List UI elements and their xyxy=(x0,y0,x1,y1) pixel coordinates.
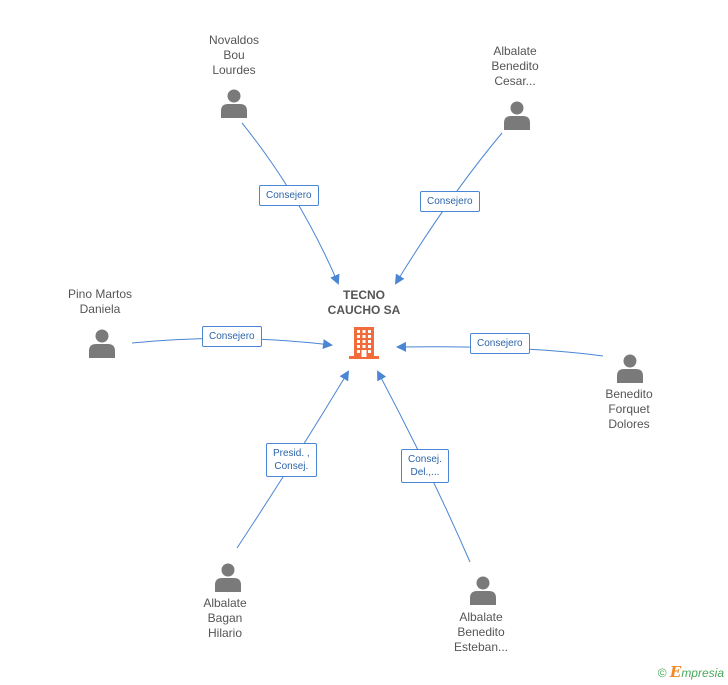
role-label[interactable]: Consejero xyxy=(470,333,530,354)
company-name-line: CAUCHO SA xyxy=(327,303,401,317)
person-name-line: Hilario xyxy=(207,626,242,640)
role-label[interactable]: Consejero xyxy=(202,326,262,347)
person-name-line: Forquet xyxy=(608,402,650,416)
role-label-line: Consejero xyxy=(266,190,312,201)
person-name-line: Albalate xyxy=(203,596,247,610)
person-name-line: Albalate xyxy=(459,610,503,624)
person-name-line: Albalate xyxy=(493,44,537,58)
footer-brand: © Empresia xyxy=(658,663,724,681)
person-name-line: Daniela xyxy=(79,302,121,316)
company-name-line: TECNO xyxy=(343,288,385,302)
person-name-line: Dolores xyxy=(608,417,650,431)
copyright-symbol: © xyxy=(657,666,667,680)
person-icon[interactable] xyxy=(214,562,242,592)
role-label-line: Consej. xyxy=(408,454,442,465)
person-icon[interactable] xyxy=(616,353,644,383)
role-label[interactable]: Consejero xyxy=(420,191,480,212)
person-icon[interactable] xyxy=(469,575,497,605)
person-name-line: Bou xyxy=(223,48,245,62)
person-name-line: Cesar... xyxy=(494,74,536,88)
empresia-logo-initial: E xyxy=(669,663,682,681)
person-name-line: Pino Martos xyxy=(67,287,133,301)
person-name-line: Esteban... xyxy=(453,640,509,654)
person-icon[interactable] xyxy=(220,88,248,118)
person-name-line: Benedito xyxy=(491,59,539,73)
person-icon[interactable] xyxy=(503,100,531,130)
role-label[interactable]: Consejero xyxy=(259,185,319,206)
person-name-line: Benedito xyxy=(605,387,653,401)
role-label-line: Consejero xyxy=(209,331,255,342)
person-name-line: Bagan xyxy=(207,611,243,625)
role-label-line: Consejero xyxy=(477,338,523,349)
company-building-icon[interactable] xyxy=(347,325,381,359)
role-label[interactable]: Presid. , Consej. xyxy=(266,443,317,477)
role-label-line: Del.,... xyxy=(410,467,440,478)
role-label[interactable]: Consej. Del.,... xyxy=(401,449,449,483)
person-icon[interactable] xyxy=(88,328,116,358)
empresia-logo-text: mpresia xyxy=(681,666,724,680)
role-label-line: Consej. xyxy=(274,461,309,472)
role-label-line: Presid. , xyxy=(273,448,310,459)
person-name-line: Lourdes xyxy=(212,63,256,77)
role-label-line: Consejero xyxy=(427,196,473,207)
person-name-line: Benedito xyxy=(457,625,505,639)
person-name-line: Novaldos xyxy=(208,33,260,47)
